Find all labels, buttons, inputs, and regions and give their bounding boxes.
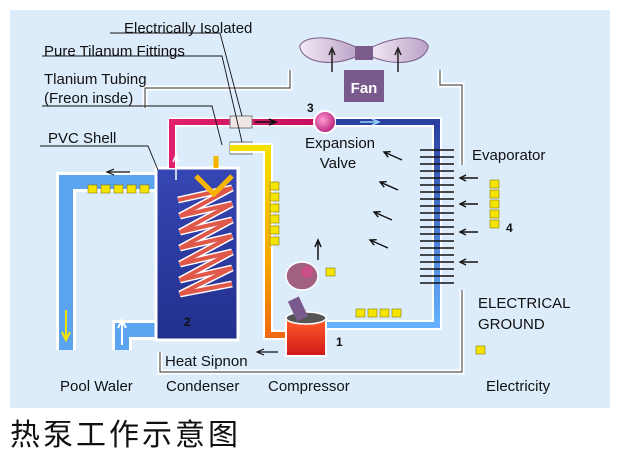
label-expansion: Expansion bbox=[305, 135, 375, 152]
arrow-icon bbox=[314, 238, 322, 248]
yellow-markers bbox=[87, 179, 500, 355]
compressor-icon bbox=[285, 261, 327, 357]
label-compressor: Compressor bbox=[268, 378, 350, 395]
diagram-caption: 热泵工作示意图 bbox=[10, 418, 241, 453]
pool-water-outlet-pipe bbox=[59, 175, 156, 350]
yellow-marker bbox=[489, 189, 500, 199]
yellow-marker bbox=[367, 308, 378, 318]
arrow-icon bbox=[61, 331, 71, 343]
air-flow-arrows bbox=[368, 150, 478, 266]
arrow-icon bbox=[458, 228, 467, 236]
label-freon-inside: (Freon insde) bbox=[44, 90, 133, 107]
label-electricity: Electricity bbox=[486, 378, 551, 395]
leader-lines bbox=[40, 32, 243, 171]
yellow-marker bbox=[269, 192, 280, 202]
arrow-icon bbox=[382, 150, 391, 158]
yellow-marker bbox=[269, 203, 280, 213]
number-3: 3 bbox=[307, 101, 314, 115]
label-evaporator: Evaporator bbox=[472, 147, 545, 164]
arrow-icon bbox=[371, 118, 381, 126]
yellow-marker bbox=[379, 308, 390, 318]
yellow-marker bbox=[269, 181, 280, 191]
number-2: 2 bbox=[184, 315, 191, 329]
label-ground: GROUND bbox=[478, 316, 545, 333]
label-titanium-tubing: Tlanium Tubing bbox=[44, 71, 147, 88]
warm-refrigerant-line bbox=[230, 145, 286, 338]
number-1: 1 bbox=[336, 335, 343, 349]
label-heat-siphon: Heat Sipnon bbox=[165, 353, 248, 370]
yellow-marker bbox=[355, 308, 366, 318]
yellow-marker bbox=[489, 199, 500, 209]
yellow-marker bbox=[269, 236, 280, 246]
enclosure-outline-edge bbox=[144, 70, 463, 165]
titanium-fitting-top bbox=[229, 115, 253, 129]
coil-icon bbox=[177, 174, 234, 298]
arrow-icon bbox=[379, 181, 399, 191]
arrow-icon bbox=[394, 46, 402, 56]
yellow-marker bbox=[87, 184, 98, 194]
arrow-icon bbox=[458, 200, 467, 208]
yellow-marker bbox=[113, 184, 124, 194]
expansion-valve-icon bbox=[313, 110, 337, 134]
label-condenser: Condenser bbox=[166, 378, 239, 395]
arrow-icon bbox=[458, 174, 467, 182]
arrow-icon bbox=[368, 238, 377, 246]
label-pool-water: Pool Waler bbox=[60, 378, 133, 395]
cold-refrigerant-line bbox=[320, 119, 440, 328]
yellow-marker bbox=[325, 267, 336, 277]
label-valve: Valve bbox=[320, 155, 356, 172]
evaporator-fins bbox=[420, 149, 454, 284]
fan-label: Fan bbox=[351, 80, 378, 97]
yellow-marker bbox=[139, 184, 150, 194]
number-4: 4 bbox=[506, 221, 513, 235]
arrow-icon bbox=[105, 168, 115, 176]
arrow-icon bbox=[383, 151, 403, 161]
label-electrical: ELECTRICAL bbox=[478, 295, 571, 312]
yellow-marker bbox=[489, 209, 500, 219]
label-pvc-shell: PVC Shell bbox=[48, 130, 116, 147]
arrow-icon bbox=[458, 258, 467, 266]
yellow-marker bbox=[475, 345, 486, 355]
arrow-icon bbox=[369, 239, 389, 249]
yellow-marker bbox=[489, 219, 500, 229]
yellow-marker bbox=[269, 214, 280, 224]
arrow-icon bbox=[117, 317, 127, 329]
enclosure-bottom-edge bbox=[159, 290, 463, 373]
arrow-icon bbox=[372, 210, 381, 218]
diagram-canvas: Fan Electrically Isolated Pure Tilanum F… bbox=[10, 10, 610, 408]
yellow-marker bbox=[489, 179, 500, 189]
label-pure-titanium-fittings: Pure Tilanum Fittings bbox=[44, 43, 185, 60]
arrow-icon bbox=[378, 180, 387, 188]
yellow-marker bbox=[391, 308, 402, 318]
arrow-icon bbox=[255, 348, 265, 356]
yellow-marker bbox=[126, 184, 137, 194]
arrow-icon bbox=[373, 211, 393, 221]
label-electrically-isolated: Electrically Isolated bbox=[124, 20, 252, 37]
yellow-marker bbox=[269, 225, 280, 235]
arrow-icon bbox=[268, 118, 278, 126]
arrow-icon bbox=[172, 153, 180, 163]
yellow-marker bbox=[100, 184, 111, 194]
arrow-icon bbox=[328, 46, 336, 56]
